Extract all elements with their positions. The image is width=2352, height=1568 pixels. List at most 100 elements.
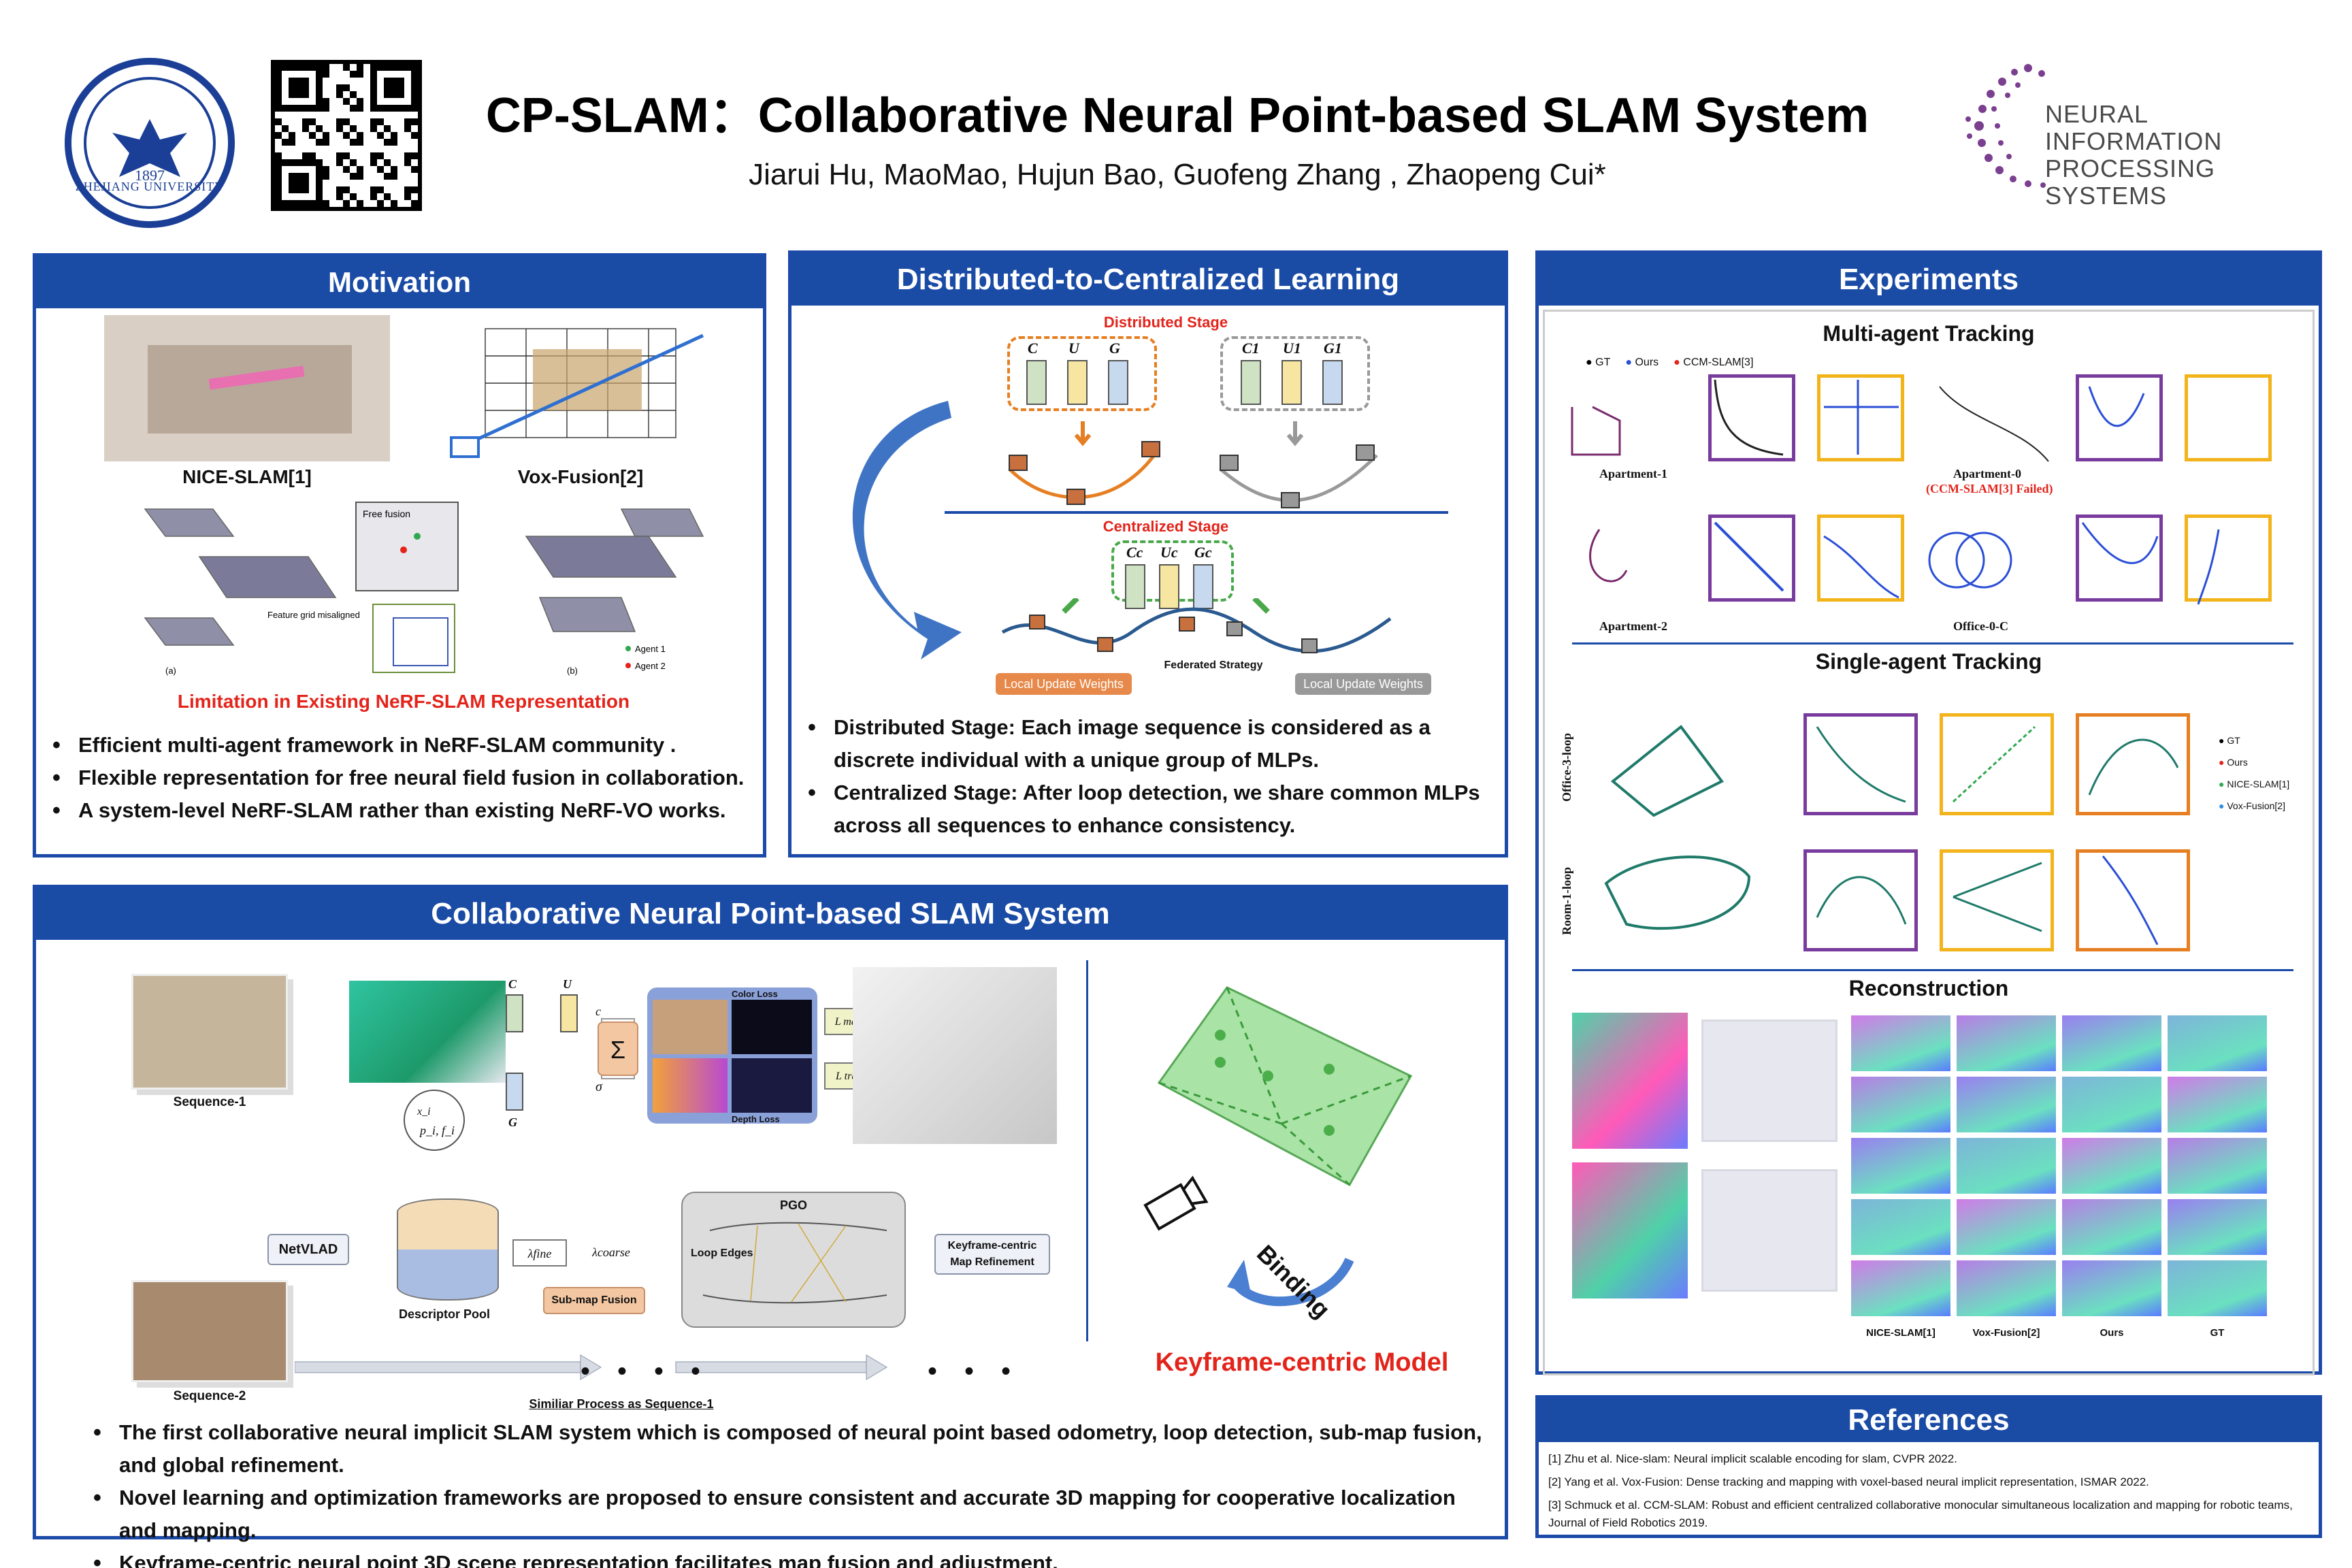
- qr-module: [350, 180, 357, 186]
- qr-module: [289, 91, 295, 98]
- qr-module: [350, 91, 357, 98]
- qr-module: [309, 159, 316, 166]
- qr-module: [336, 78, 343, 84]
- qr-module: [316, 64, 323, 71]
- qr-module: [295, 200, 302, 207]
- qr-module: [357, 118, 363, 125]
- mlp-bar: [1241, 360, 1261, 405]
- qr-module: [309, 186, 316, 193]
- multi-agent-title: Multi-agent Tracking: [1823, 321, 2035, 346]
- qr-module: [336, 118, 343, 125]
- qr-module: [377, 186, 384, 193]
- qr-module: [343, 71, 350, 78]
- qr-module: [275, 125, 282, 132]
- qr-module: [309, 105, 316, 112]
- qr-module: [329, 125, 336, 132]
- depth-loss-label: Depth Loss: [732, 1114, 780, 1124]
- qr-module: [336, 146, 343, 152]
- free-fusion-label: Free fusion: [363, 508, 410, 519]
- qr-module: [282, 91, 289, 98]
- qr-code[interactable]: [271, 60, 422, 211]
- qr-module: [377, 139, 384, 146]
- qr-module: [363, 132, 370, 139]
- qr-module: [302, 71, 309, 78]
- reference-item: [2] Yang et al. Vox-Fusion: Dense tracki…: [1548, 1475, 2149, 1488]
- qr-module: [282, 98, 289, 105]
- qr-module: [336, 132, 343, 139]
- qr-module: [404, 139, 411, 146]
- qr-module: [323, 98, 329, 105]
- qr-module: [336, 152, 343, 159]
- qr-module: [377, 173, 384, 180]
- qr-module: [282, 200, 289, 207]
- qr-module: [404, 112, 411, 118]
- qr-module: [289, 84, 295, 91]
- motivation-heading: Motivation: [36, 257, 763, 308]
- sigma-output: σ: [595, 1079, 602, 1094]
- qr-module: [309, 112, 316, 118]
- qr-module: [302, 200, 309, 207]
- recon-tile: [1851, 1260, 1950, 1316]
- qr-module: [289, 173, 295, 180]
- qr-module: [343, 180, 350, 186]
- distributed-cameras: [1008, 421, 1378, 508]
- qr-module: [316, 105, 323, 112]
- qr-module: [275, 78, 282, 84]
- qr-module: [289, 139, 295, 146]
- qr-module: [289, 98, 295, 105]
- single-trajectories: [1604, 725, 2179, 945]
- qr-module: [329, 118, 336, 125]
- vox-fusion-figure: [444, 315, 717, 461]
- mlp-bar: [1125, 564, 1145, 609]
- qr-module: [323, 186, 329, 193]
- single-agent-title: Single-agent Tracking: [1815, 649, 2042, 674]
- qr-module: [323, 193, 329, 200]
- qr-module: [357, 146, 363, 152]
- qr-module: [316, 112, 323, 118]
- qr-module: [370, 84, 377, 91]
- qr-module: [391, 180, 397, 186]
- single-legend: ● GT ● Ours ● NICE-SLAM[1] ● Vox-Fusion[…: [2219, 735, 2290, 811]
- qr-module: [377, 118, 384, 125]
- qr-module: [343, 193, 350, 200]
- qr-module: [289, 132, 295, 139]
- qr-module: [370, 186, 377, 193]
- qr-module: [357, 91, 363, 98]
- qr-module: [329, 84, 336, 91]
- qr-module: [384, 166, 391, 173]
- qr-module: [391, 193, 397, 200]
- qr-module: [282, 166, 289, 173]
- qr-module: [411, 112, 418, 118]
- qr-module: [275, 118, 282, 125]
- qr-module: [309, 91, 316, 98]
- scene-apartment-2: Apartment-2: [1599, 619, 1667, 633]
- mlp-bar: [1281, 360, 1302, 405]
- qr-module: [363, 159, 370, 166]
- qr-module: [397, 159, 404, 166]
- qr-module: [329, 105, 336, 112]
- qr-module: [370, 180, 377, 186]
- qr-module: [404, 159, 411, 166]
- qr-module: [397, 91, 404, 98]
- qr-module: [289, 112, 295, 118]
- mlp-bar-label: Uc: [1160, 544, 1178, 561]
- qr-module: [282, 125, 289, 132]
- multi-tile: [1817, 374, 1904, 461]
- qr-module: [411, 125, 418, 132]
- mlp-bar: [1026, 360, 1047, 405]
- qr-module: [404, 98, 411, 105]
- qr-module: [391, 186, 397, 193]
- qr-module: [282, 180, 289, 186]
- qr-module: [370, 152, 377, 159]
- qr-module: [302, 78, 309, 84]
- zju-name: ZHEJIANG UNIVERSITY: [75, 180, 225, 193]
- qr-module: [275, 91, 282, 98]
- qr-module: [363, 71, 370, 78]
- qr-module: [397, 146, 404, 152]
- qr-module: [411, 64, 418, 71]
- qr-module: [350, 152, 357, 159]
- qr-module: [357, 71, 363, 78]
- qr-module: [350, 173, 357, 180]
- qr-module: [343, 91, 350, 98]
- qr-module: [275, 146, 282, 152]
